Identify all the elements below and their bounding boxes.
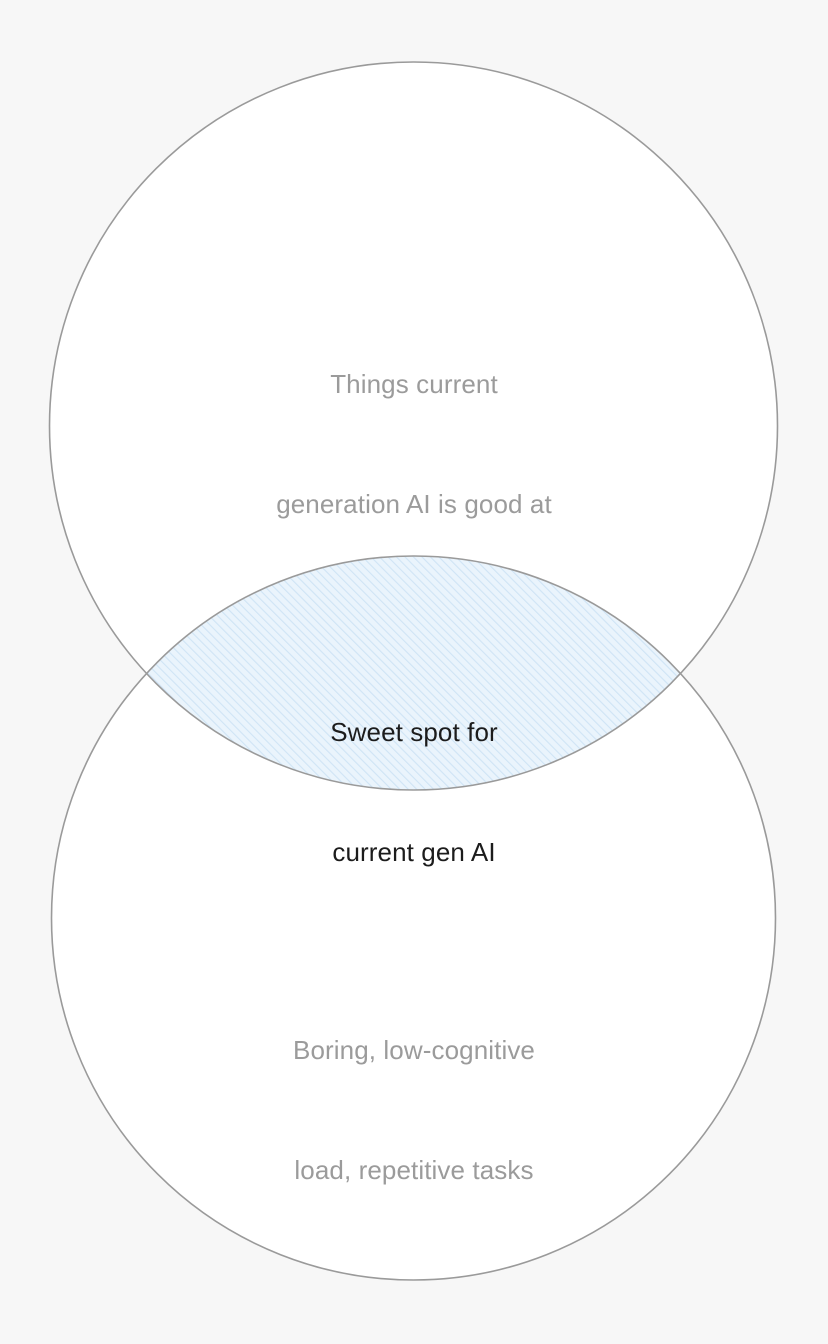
lens-intersection-region bbox=[51, 556, 776, 790]
circle-outlines bbox=[48, 61, 779, 1281]
lens-hatch-fill bbox=[51, 556, 776, 790]
bottom-circle-outline bbox=[50, 555, 777, 1281]
top-circle-outline bbox=[48, 61, 779, 791]
